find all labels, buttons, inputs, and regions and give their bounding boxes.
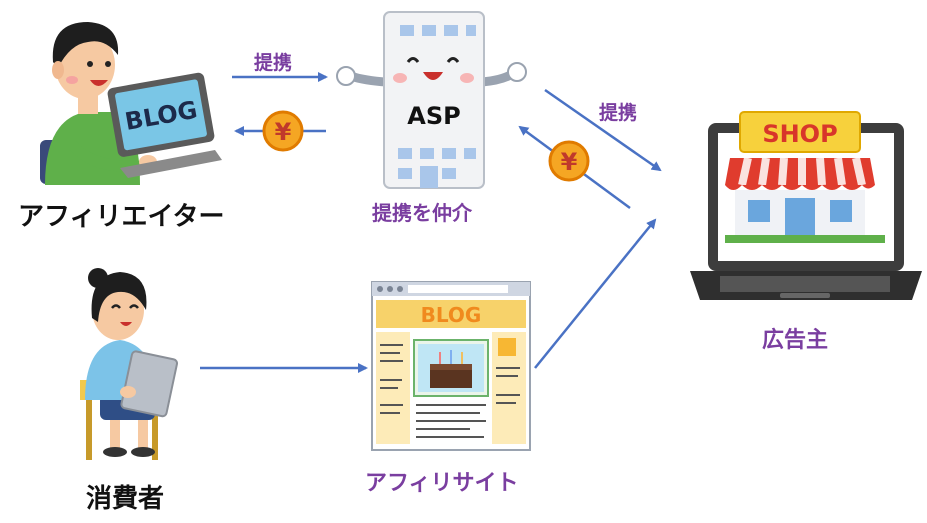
- advertiser-illustration: SHOP: [690, 111, 922, 300]
- arrow-site-to-advertiser: [534, 218, 657, 369]
- asp-building-illustration: ASP: [336, 11, 527, 189]
- affiliator-illustration: BLOG: [40, 22, 222, 185]
- affiliate-site-label: アフィリサイト: [365, 471, 519, 496]
- consumer-illustration: [80, 268, 179, 460]
- advertiser-label: 広告主: [762, 328, 829, 353]
- yen-coin-advertiser: ¥: [548, 140, 590, 182]
- asp-badge-text: ASP: [407, 102, 460, 130]
- edge-label-asp-advertiser: 提携: [599, 102, 638, 124]
- asp-caption: 提携を仲介: [372, 201, 472, 225]
- affiliate-site-illustration: BLOG: [371, 281, 531, 451]
- arrow-asp-to-advertiser: [544, 88, 662, 172]
- yen-symbol: ¥: [275, 118, 292, 146]
- yen-symbol: ¥: [561, 148, 578, 176]
- affiliator-label: アフィリエイター: [18, 202, 225, 232]
- consumer-label: 消費者: [86, 484, 165, 514]
- site-blog-header-text: BLOG: [421, 303, 482, 327]
- shop-sign-text: SHOP: [762, 120, 837, 148]
- edge-label-affiliator-asp: 提携: [254, 52, 293, 74]
- yen-coin-affiliator: ¥: [262, 110, 304, 152]
